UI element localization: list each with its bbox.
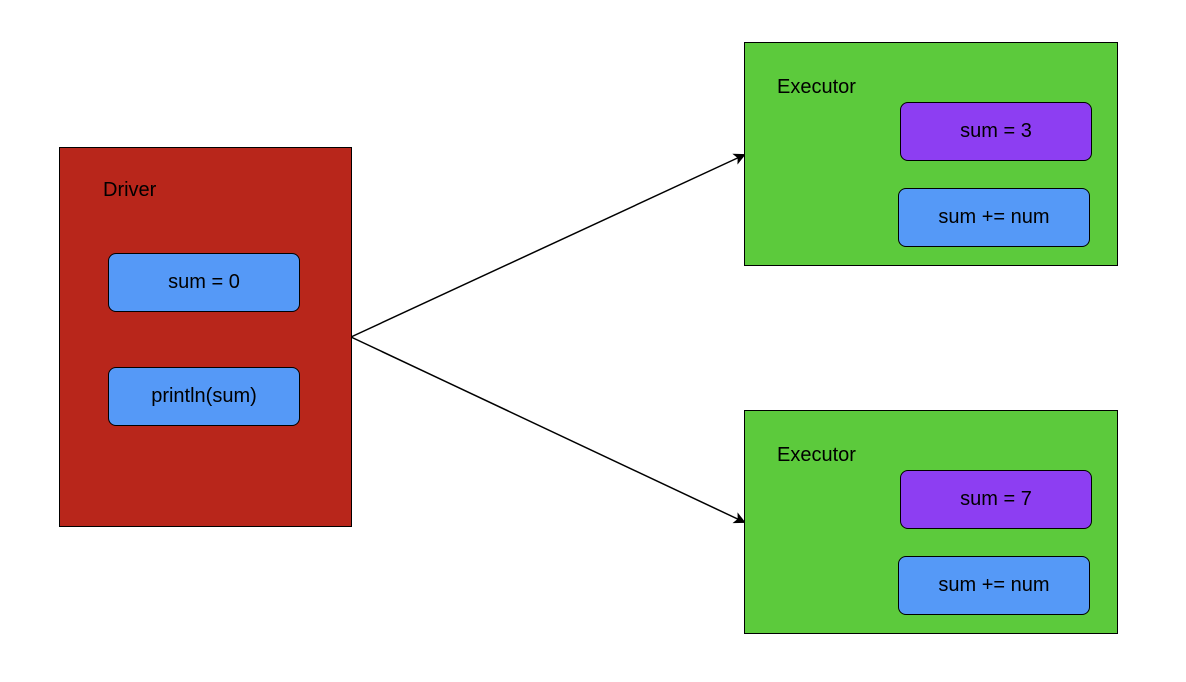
arrow-driver-to-executor-2 — [350, 336, 746, 524]
driver-title: Driver — [103, 179, 157, 201]
driver-println-node: println(sum) — [108, 367, 300, 426]
executor-sum-node: sum = 7 — [900, 470, 1092, 529]
driver-panel: Driver sum = 0 println(sum) — [59, 147, 352, 527]
executor-op-node: sum += num — [898, 556, 1090, 615]
driver-sum-node: sum = 0 — [108, 253, 300, 312]
arrow-driver-to-executor-1 — [350, 153, 746, 338]
executor-sum-node: sum = 3 — [900, 102, 1092, 161]
executor-title: Executor — [777, 444, 856, 466]
executor-op-node: sum += num — [898, 188, 1090, 247]
executor-panel-2: Executor sum = 7 sum += num — [744, 410, 1118, 634]
executor-title: Executor — [777, 76, 856, 98]
executor-panel-1: Executor sum = 3 sum += num — [744, 42, 1118, 266]
